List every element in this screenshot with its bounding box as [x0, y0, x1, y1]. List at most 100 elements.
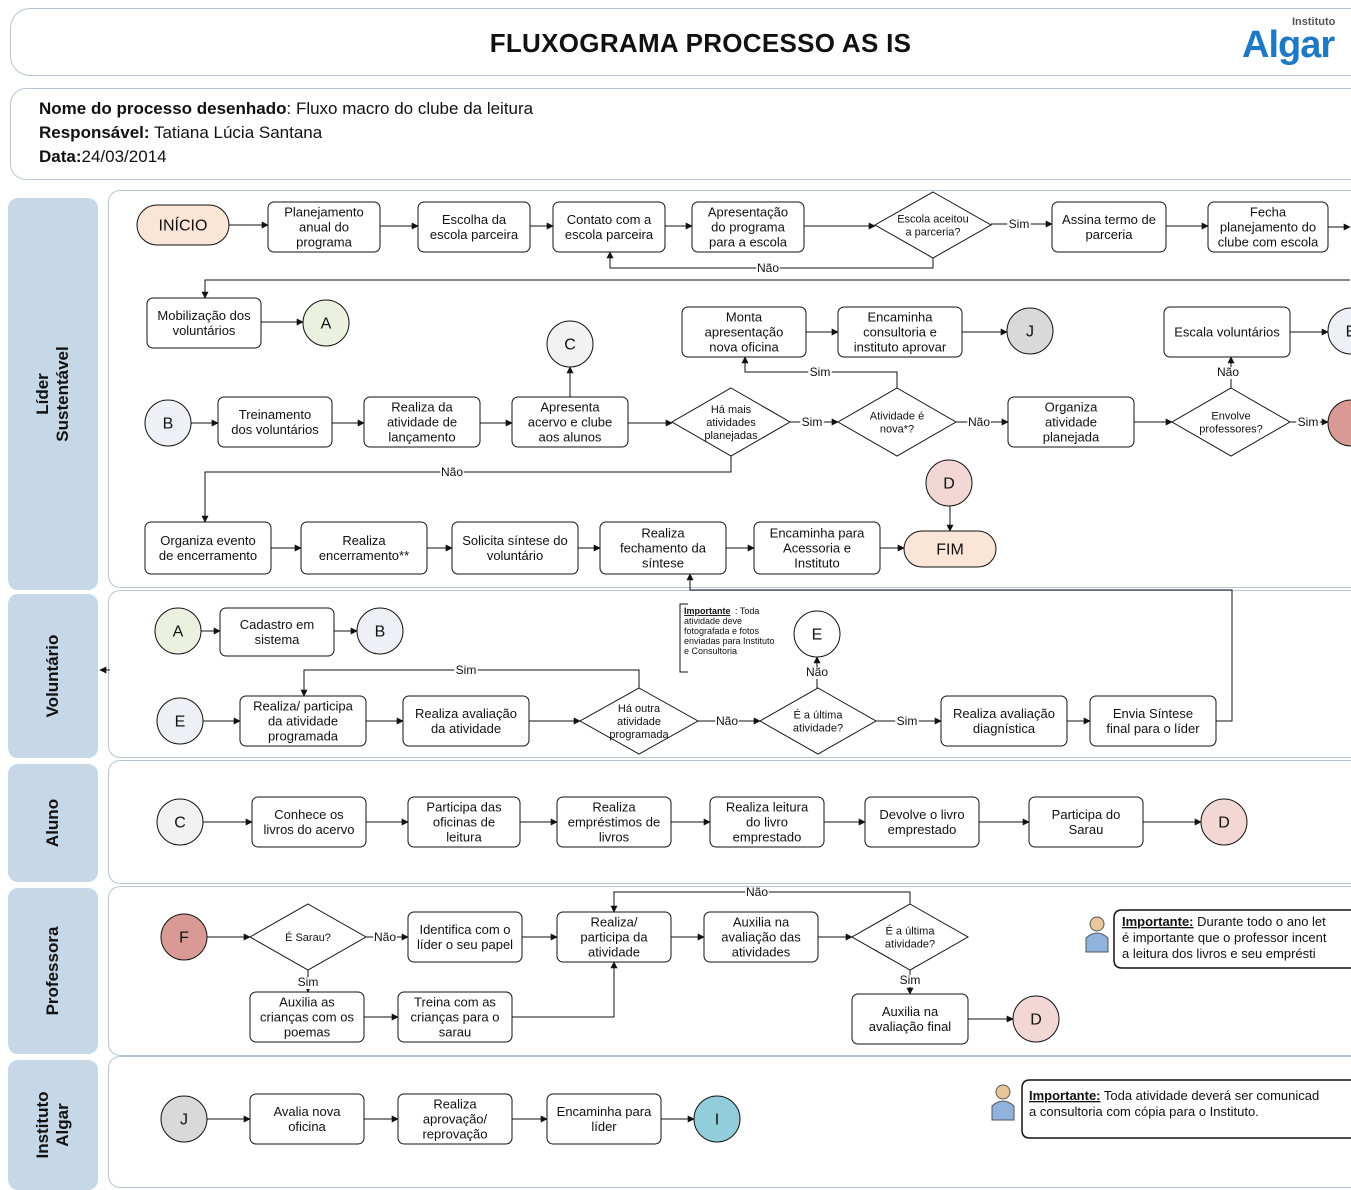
edge-label-4: Não	[967, 415, 991, 429]
connector-a-voluntario: A	[154, 607, 202, 655]
edge-label-text-6: Sim	[1298, 415, 1319, 429]
connector-j-label: J	[1026, 324, 1034, 341]
step-escala-voluntarios-label: Escala voluntários	[1174, 325, 1280, 340]
flow-connector-9	[201, 279, 1350, 299]
connector-i: I	[693, 1095, 741, 1143]
connector-j: J	[1006, 307, 1054, 355]
lane-label-professora: Professora	[8, 888, 98, 1054]
edge-label-text-15: Sim	[900, 973, 921, 987]
edge-label-10: Não	[805, 665, 829, 679]
connector-d-label: D	[943, 476, 955, 493]
edge-label-15: Sim	[898, 973, 922, 987]
note-comunicacao-line2: a consultoria com cópia para o Instituto…	[1029, 1104, 1259, 1119]
lane-label-aluno: Aluno	[8, 764, 98, 882]
edge-label-text-2: Sim	[810, 365, 831, 379]
edge-label-5: Não	[1216, 365, 1240, 379]
process-name-line: Nome do processo desenhado: Fluxo macro …	[39, 99, 533, 119]
date-label: Data:	[39, 147, 82, 166]
connector-d: D	[925, 459, 973, 507]
step-escala-voluntarios: Escala voluntários	[1163, 306, 1291, 358]
note-professor-line3: a leitura dos livros e seu emprésti	[1122, 946, 1316, 961]
note-professor-strong: Importante:	[1122, 914, 1194, 929]
note-comunicacao: Importante: Toda atividade deverá ser co…	[991, 1079, 1351, 1139]
connector-b-voluntario: B	[356, 607, 404, 655]
note-fotos-strong: Importante	[684, 606, 731, 616]
edge-label-6: Sim	[1296, 415, 1320, 429]
note-professor-line1: Importante: Durante todo o ano let	[1122, 914, 1326, 929]
decision-e-sarau: É Sarau?	[248, 903, 368, 971]
edge-label-text-3: Sim	[802, 415, 823, 429]
edge-label-text-10: Não	[806, 665, 828, 679]
connector-a: A	[302, 299, 350, 347]
responsible-value: Tatiana Lúcia Santana	[149, 123, 323, 142]
flow-connector-25	[201, 456, 732, 523]
connector-e-cut-label: E	[1346, 324, 1351, 341]
connector-c-aluno: C	[156, 798, 204, 846]
connector-e-top-label: E	[812, 627, 823, 644]
logo-wordmark: Algar	[1242, 24, 1335, 66]
connector-c-label: C	[564, 337, 576, 354]
edge-label-2: Sim	[808, 365, 832, 379]
edge-label-9: Não	[715, 714, 739, 728]
edge-label-text-4: Não	[968, 415, 990, 429]
instituto-algar-logo: Instituto Algar	[1242, 16, 1351, 74]
process-name-value: : Fluxo macro do clube da leitura	[286, 99, 534, 118]
lane-label-instituto: Instituto Algar	[8, 1060, 98, 1190]
end-terminator: FIM	[903, 530, 997, 568]
lane-professora	[108, 886, 1351, 1056]
edge-label-13: Sim	[296, 975, 320, 989]
edge-label-0: Sim	[1007, 217, 1031, 231]
lane-lider	[108, 190, 1351, 588]
connector-d-professora: D	[1012, 995, 1060, 1043]
note-professor-rest: Durante todo o ano let	[1194, 914, 1327, 929]
edge-label-text-13: Sim	[298, 975, 319, 989]
connector-c: C	[546, 320, 594, 368]
edge-label-text-8: Sim	[456, 663, 477, 677]
